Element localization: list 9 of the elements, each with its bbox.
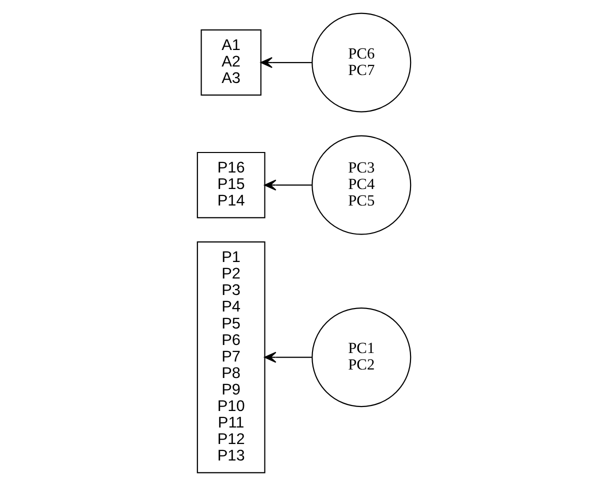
- node-box: P1 P2 P3 P4 P5 P6 P7 P8 P9 P10 P11 P12 P13: [196, 241, 266, 474]
- arrow: [264, 180, 312, 191]
- node-circle: PC3 PC4 PC5: [312, 135, 412, 235]
- node-circle: PC6 PC7: [312, 12, 412, 112]
- node-box: A1 A2 A3: [200, 29, 262, 96]
- node-circle: PC1 PC2: [312, 308, 412, 408]
- arrow: [260, 57, 312, 68]
- node-box: P16 P15 P14: [196, 152, 266, 218]
- arrow: [264, 352, 312, 363]
